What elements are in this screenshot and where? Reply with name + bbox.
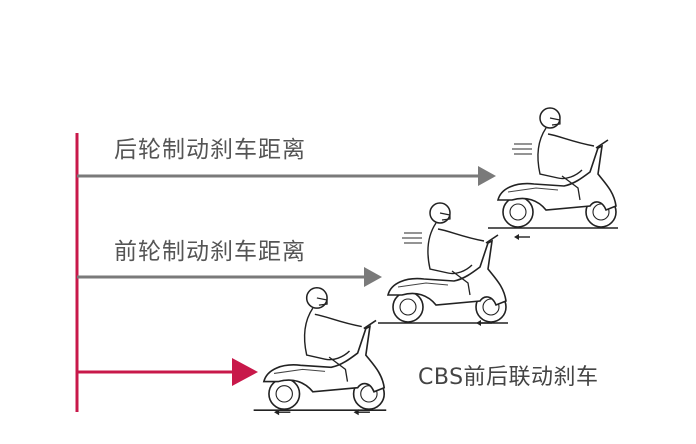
scooter-cbs-brake-illustration [252,286,388,416]
front-brake-distance-label: 前轮制动刹车距离 [114,239,306,265]
front-brake-arrow [77,267,382,287]
scooter-rear-brake-illustration [487,107,619,241]
cbs-brake-arrow [77,358,258,386]
rear-brake-distance-label: 后轮制动刹车距离 [114,137,306,163]
scooter-front-brake-illustration [377,202,509,327]
cbs-brake-label: CBS前后联动刹车 [418,365,599,390]
rear-brake-arrow [77,166,496,186]
